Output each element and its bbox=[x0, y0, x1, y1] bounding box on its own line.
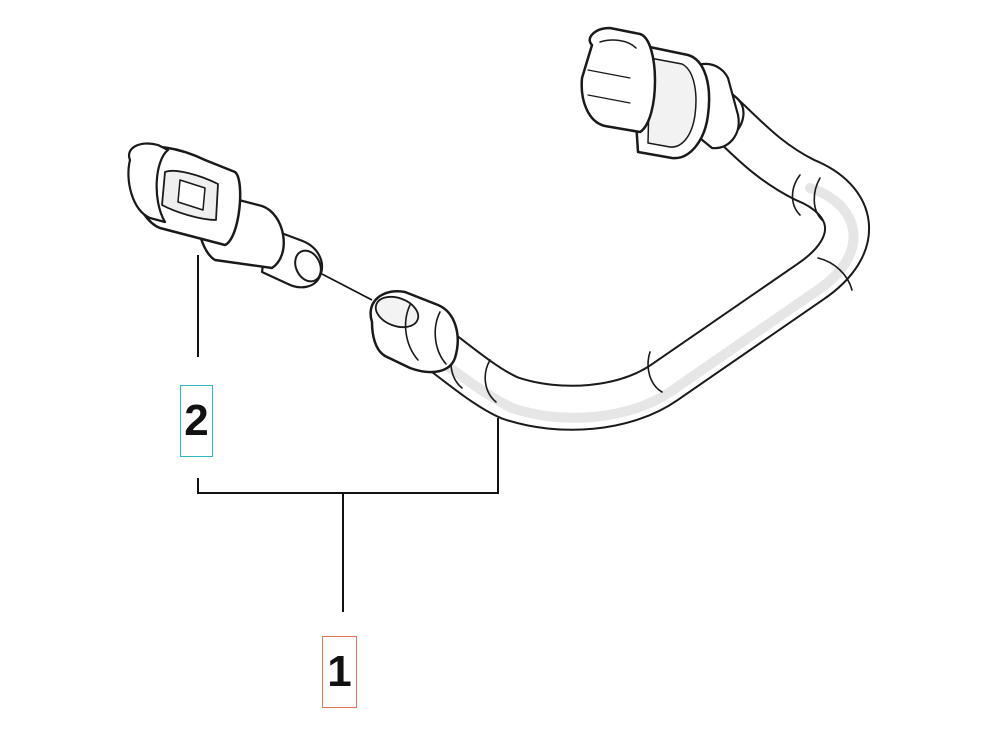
callout-label-1[interactable]: 1 bbox=[322, 636, 357, 708]
hose-segment-ring bbox=[813, 177, 823, 221]
callout-label-2[interactable]: 2 bbox=[180, 385, 213, 457]
callout-bracket bbox=[197, 418, 499, 494]
hose-socket-end bbox=[369, 290, 459, 374]
fitting-nozzle-tip bbox=[294, 249, 322, 283]
hose-segment-ring bbox=[647, 351, 663, 393]
assembly-leader-line bbox=[321, 273, 373, 301]
hose-connector-end bbox=[580, 26, 745, 160]
hose-tube-shade bbox=[415, 183, 859, 423]
hose-segment-ring bbox=[817, 257, 853, 291]
callout-lines bbox=[197, 255, 499, 612]
fitting-cap bbox=[127, 142, 170, 224]
hose-segment-ring bbox=[791, 174, 801, 216]
hose-segment-ring bbox=[484, 359, 497, 403]
fitting-part bbox=[127, 142, 324, 289]
fitting-window-slot bbox=[177, 179, 206, 211]
hose-assembly bbox=[369, 26, 870, 431]
hose-tube bbox=[391, 87, 868, 429]
